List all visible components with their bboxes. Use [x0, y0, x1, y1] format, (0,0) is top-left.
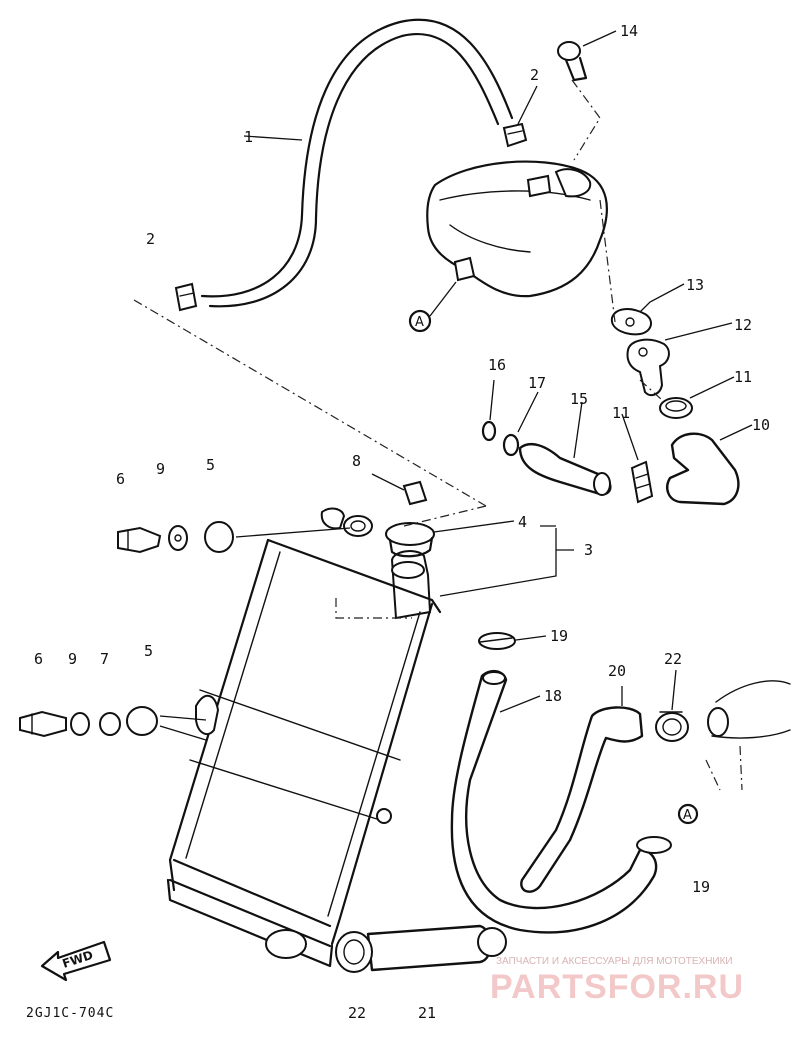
callout-22-bottom: 22	[348, 1004, 366, 1022]
hose-clamp-11-lower	[630, 460, 654, 504]
radiator-cap-4	[385, 522, 435, 558]
callout-leaders	[159, 30, 753, 741]
callout-4: 4	[518, 513, 527, 531]
callout-1: 1	[244, 128, 253, 146]
washer-7-lower	[99, 712, 121, 736]
joint-pipe-12	[626, 338, 670, 397]
radiator-hose-18	[450, 669, 658, 934]
hose-10	[666, 432, 740, 506]
o-ring-17	[502, 433, 520, 457]
radiator-hose-21	[366, 924, 507, 972]
callout-19-upper: 19	[550, 627, 568, 645]
hose-clamp-19-lower	[636, 836, 672, 854]
callout-3: 3	[584, 541, 593, 559]
fwd-arrow: FWD	[40, 940, 112, 982]
callout-labels: 1 2 2 14 13 12 16 17 15 11 11 10 8 6 9 5…	[34, 22, 770, 1022]
grommet-5-lower	[126, 706, 158, 736]
hose-clamp-19-upper	[478, 632, 516, 650]
callout-19-lower: 19	[692, 878, 710, 896]
watermark-brand: PARTSFOR.RU	[490, 968, 744, 1006]
callout-16: 16	[488, 356, 506, 374]
hose-clamp-2-left	[174, 282, 198, 312]
drain-bolt-6-lower	[19, 710, 67, 738]
callout-5-upper: 5	[206, 456, 215, 474]
watermark-logo: ЗАПЧАСТИ И АКСЕССУАРЫ ДЛЯ МОТОТЕХНИКИ PA…	[490, 956, 744, 1006]
thermostat-cover	[426, 160, 608, 298]
fwd-label: FWD	[61, 948, 95, 971]
callout-14: 14	[620, 22, 638, 40]
part-code: 2GJ1C-704C	[26, 1006, 114, 1021]
callout-22-right: 22	[664, 650, 682, 668]
callout-9-upper: 9	[156, 460, 165, 478]
hose-clamp-22-bottom	[335, 931, 373, 973]
callout-6-upper: 6	[116, 470, 125, 488]
callout-9-lower: 9	[68, 650, 77, 668]
filler-fitting	[320, 507, 373, 537]
callout-15: 15	[570, 390, 588, 408]
washer-9-upper	[168, 525, 188, 551]
radiator	[166, 538, 442, 968]
hose-clamp-2-top	[502, 122, 528, 148]
callout-5-lower: 5	[144, 642, 153, 660]
o-ring-16	[481, 420, 497, 442]
callout-17: 17	[528, 374, 546, 392]
breather-hose-1	[200, 18, 514, 308]
assembly-leader-lines	[133, 79, 663, 619]
callout-13: 13	[686, 276, 704, 294]
watermark-tagline: ЗАПЧАСТИ И АКСЕССУАРЫ ДЛЯ МОТОТЕХНИКИ	[496, 956, 733, 967]
callout-7: 7	[100, 650, 109, 668]
view-marker-a-upper: A	[408, 281, 457, 333]
clamp-8	[402, 480, 428, 506]
callout-11-upper: 11	[734, 368, 752, 386]
callout-21: 21	[418, 1004, 436, 1022]
water-pipe-15	[518, 443, 612, 496]
callout-8: 8	[352, 452, 361, 470]
grommet-5-upper	[204, 521, 234, 553]
callout-18: 18	[544, 687, 562, 705]
washer-9-lower	[70, 712, 90, 736]
engine-outlet-fitting	[705, 680, 791, 791]
drain-bolt-6-upper	[117, 526, 162, 554]
gasket-13	[610, 308, 652, 336]
callout-6-lower: 6	[34, 650, 43, 668]
callout-10: 10	[752, 416, 770, 434]
callout-2-top: 2	[530, 66, 539, 84]
callout-12: 12	[734, 316, 752, 334]
svg-text:A: A	[415, 315, 424, 330]
bolt-14	[557, 41, 588, 82]
svg-text:A: A	[683, 808, 692, 823]
radiator-hose-20	[520, 706, 644, 893]
hose-clamp-11-upper	[659, 397, 693, 419]
callout-2-left: 2	[146, 230, 155, 248]
view-marker-a-lower: A	[677, 803, 699, 825]
hose-clamp-22-right	[655, 711, 689, 742]
callout-20: 20	[608, 662, 626, 680]
callout-11-lower: 11	[612, 404, 630, 422]
filler-neck-assembly-3	[390, 550, 432, 620]
